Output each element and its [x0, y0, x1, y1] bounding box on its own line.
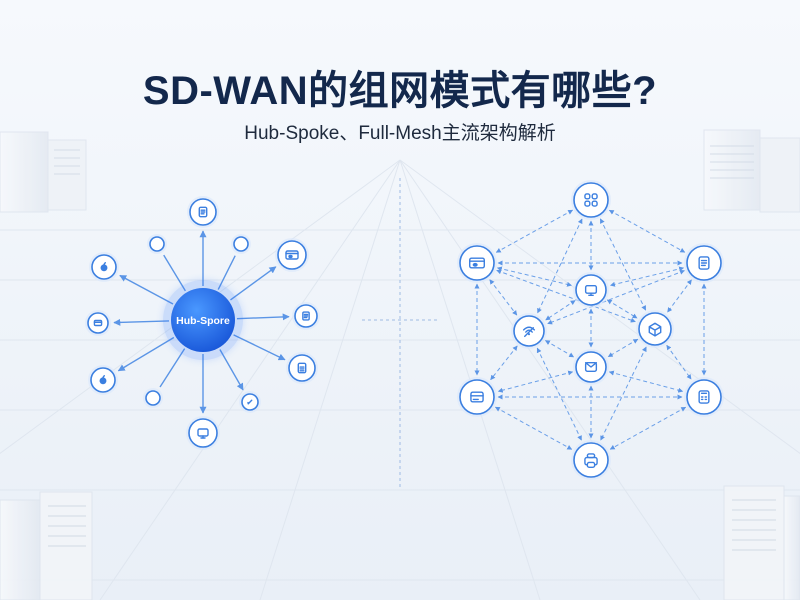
file-stack-icon: [297, 362, 307, 374]
apple-icon: [99, 375, 107, 385]
mesh-link: [547, 269, 685, 325]
spoke-link: [219, 349, 244, 391]
spoke-node: [239, 391, 261, 413]
server-rack-bottom-right: [723, 485, 800, 600]
mesh-link: [667, 279, 692, 313]
spoke-node: [85, 310, 111, 336]
hub-spoke-diagram: Hub-Spore: [85, 196, 320, 450]
mesh-link: [494, 406, 573, 450]
small-pencil-icon: [247, 399, 253, 405]
envelope-icon: [584, 362, 598, 372]
spoke-node: [187, 196, 219, 228]
spoke-node: [89, 252, 119, 282]
page-title: SD-WAN的组网模式有哪些?: [142, 69, 658, 113]
apple-icon: [100, 262, 108, 272]
spoke-link: [119, 274, 174, 305]
full-mesh-links: [474, 209, 707, 450]
spoke-link: [230, 266, 277, 301]
calculator-icon: [698, 390, 710, 404]
spoke-node: [231, 234, 251, 254]
mesh-node: [573, 349, 609, 385]
mesh-node: [457, 243, 497, 283]
hub-spoke-links: [113, 230, 290, 414]
mesh-link: [545, 300, 576, 321]
monitor-icon: [197, 428, 209, 439]
mesh-link: [544, 340, 575, 358]
printer-icon: [584, 453, 598, 468]
mesh-link: [496, 266, 573, 287]
spoke-link: [236, 313, 290, 321]
spoke-link: [233, 334, 286, 361]
browser-window-icon: [285, 250, 299, 260]
server-rack-bottom-left: [0, 491, 93, 600]
mesh-link: [490, 345, 518, 381]
wifi-icon: [522, 326, 536, 338]
monitor-icon: [584, 285, 598, 297]
spoke-link: [113, 318, 170, 326]
mesh-link: [609, 406, 687, 450]
grid-apps-icon: [584, 193, 598, 207]
mesh-link: [495, 209, 574, 253]
mesh-link: [607, 338, 639, 358]
mesh-link: [666, 344, 692, 380]
mesh-node: [636, 310, 674, 348]
full-mesh-diagram: [457, 180, 724, 480]
card-icon: [93, 319, 103, 327]
spoke-node: [147, 234, 167, 254]
spoke-node: [143, 388, 163, 408]
spoke-link: [117, 336, 175, 372]
cube-icon: [648, 322, 662, 337]
mesh-link: [600, 346, 647, 441]
mesh-link: [608, 209, 686, 253]
mesh-node: [571, 440, 611, 480]
page-icon: [302, 311, 310, 321]
spoke-node: [286, 352, 318, 384]
hub-label: Hub-Spore: [176, 315, 230, 327]
mesh-node: [684, 243, 724, 283]
mesh-link: [496, 269, 636, 323]
hub-node: Hub-Spore: [163, 280, 243, 360]
spoke-node: [186, 416, 220, 450]
mesh-node: [684, 377, 724, 417]
mesh-link: [606, 299, 638, 319]
mesh-link: [609, 266, 685, 287]
spoke-link: [159, 348, 186, 388]
server-rack-top-right: [703, 129, 800, 213]
mesh-node: [571, 180, 611, 220]
spoke-link: [217, 255, 236, 290]
spoke-node: [275, 238, 309, 272]
page-subtitle: Hub-Spoke、Full-Mesh主流架构解析: [244, 123, 556, 144]
spoke-node: [88, 365, 118, 395]
mesh-link: [608, 370, 684, 393]
mesh-link: [497, 370, 574, 393]
server-rack-top-left: [0, 131, 87, 213]
window-icon: [470, 391, 484, 403]
mesh-node: [511, 313, 547, 349]
mesh-link: [536, 347, 582, 441]
mesh-node: [573, 272, 609, 308]
mesh-node: [457, 377, 497, 417]
document-icon: [698, 256, 710, 270]
browser-window-icon: [469, 257, 485, 269]
spoke-link: [163, 254, 186, 292]
document-icon: [198, 206, 208, 218]
mesh-link: [489, 279, 518, 316]
spoke-node: [292, 302, 320, 330]
